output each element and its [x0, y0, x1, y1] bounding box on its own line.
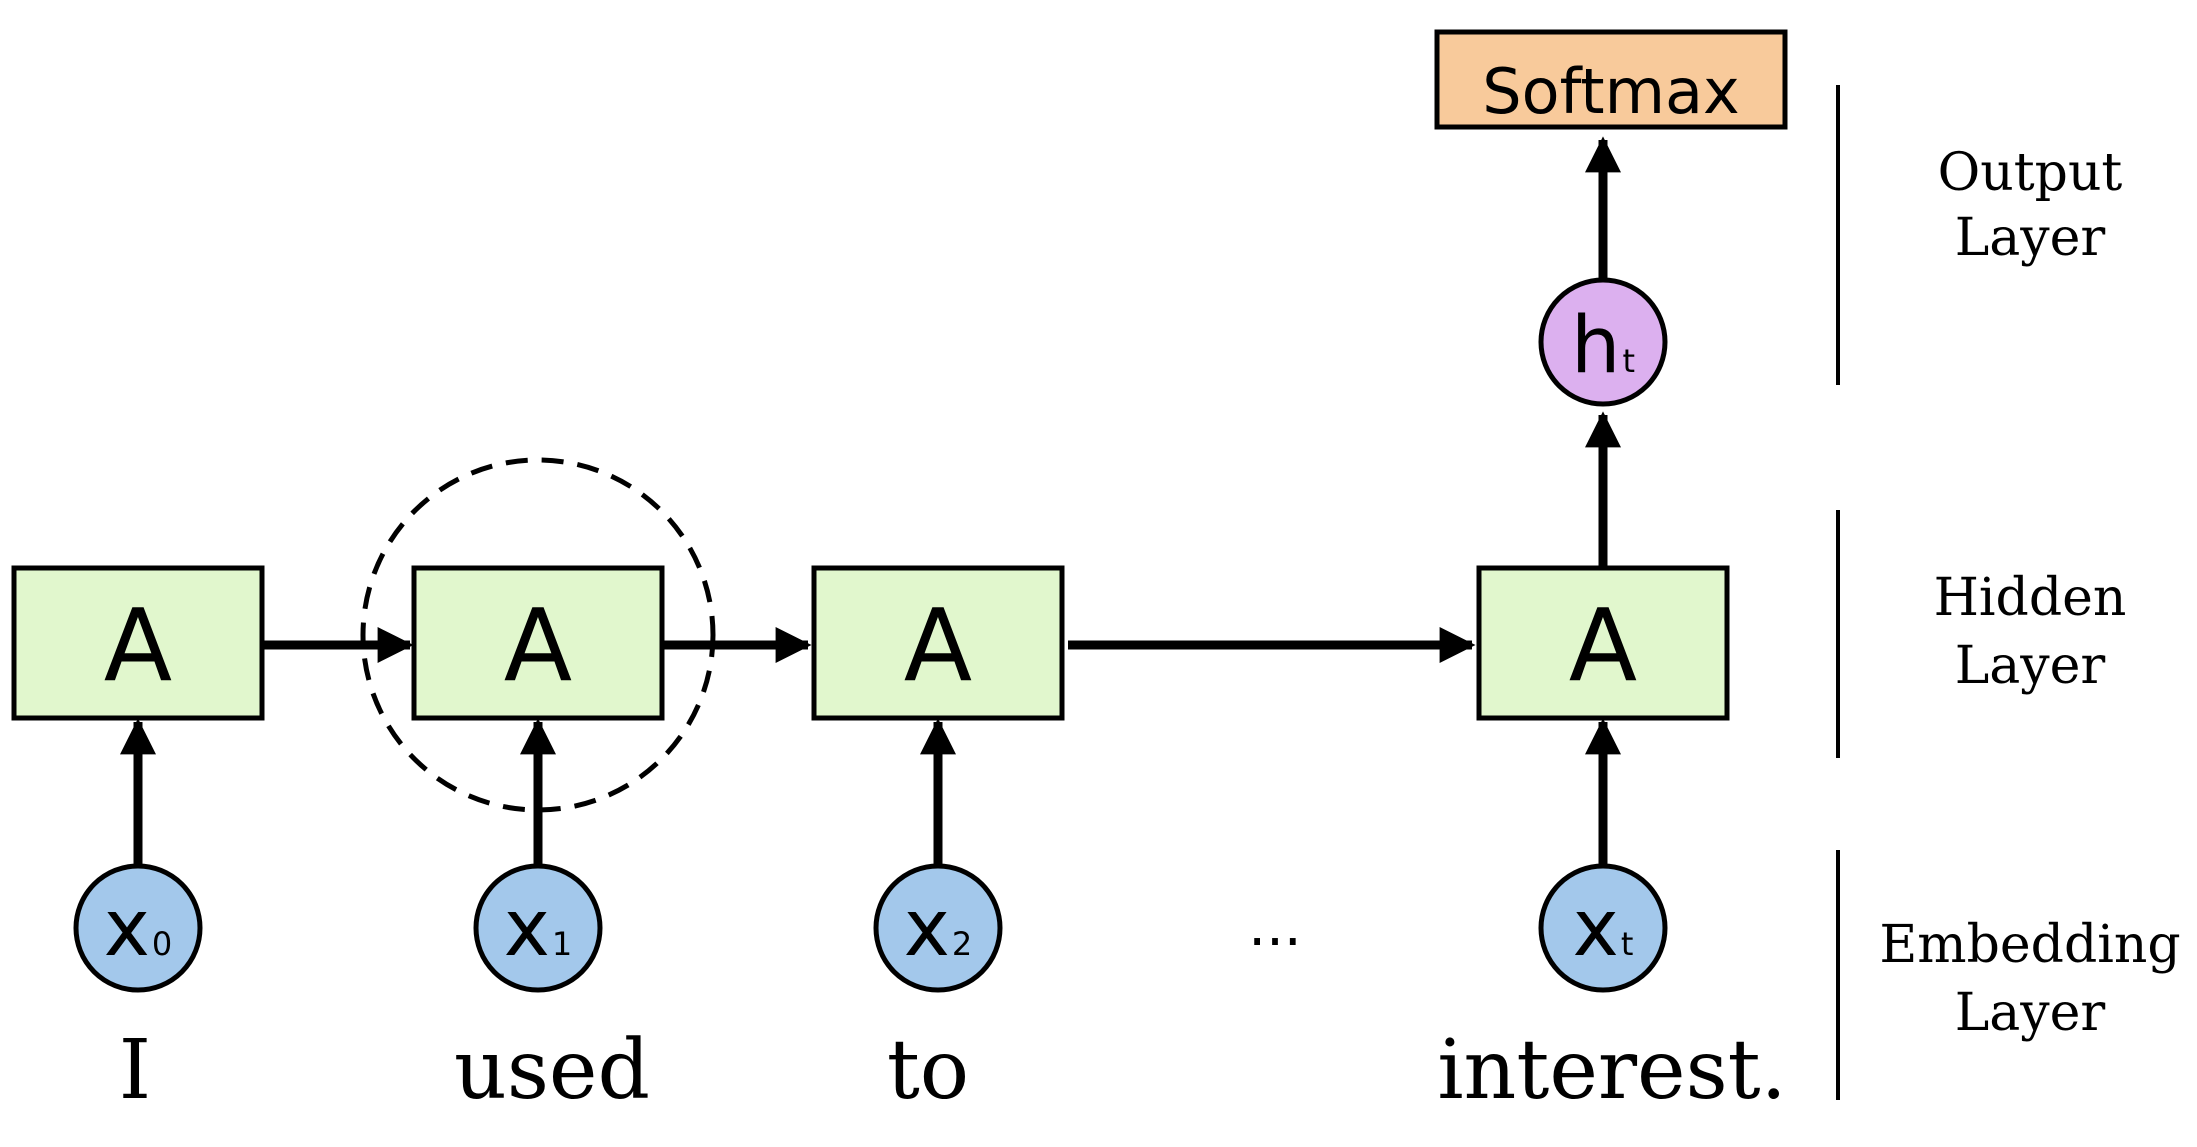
- svg-text:Layer: Layer: [1955, 208, 2106, 268]
- output-state-symbol: h: [1571, 301, 1620, 391]
- highlight-dashed-circle: [360, 457, 716, 813]
- embedding-subscript: 1: [552, 925, 572, 963]
- embedding-node-2: x2: [873, 863, 1003, 993]
- svg-text:Layer: Layer: [1955, 983, 2106, 1043]
- softmax-box: Softmax: [1434, 29, 1788, 130]
- embedding-layer-label: Embedding Layer: [1879, 915, 2180, 1043]
- embedding-subscript: t: [1621, 925, 1634, 963]
- svg-text:xt: xt: [1573, 884, 1634, 974]
- hidden-cell-label: A: [904, 587, 972, 704]
- svg-text:Hidden: Hidden: [1934, 568, 2127, 628]
- hidden-cell-2: A: [811, 565, 1065, 721]
- embedding-symbol: x: [504, 884, 550, 974]
- embedding-subscript: 2: [952, 925, 972, 963]
- output-state-subscript: t: [1622, 342, 1635, 380]
- softmax-label: Softmax: [1482, 55, 1739, 128]
- svg-text:x0: x0: [104, 884, 173, 974]
- svg-text:Output: Output: [1938, 143, 2123, 203]
- hidden-cell-label: A: [504, 587, 572, 704]
- word-3: interest.: [1437, 1023, 1786, 1118]
- embedding-node-0: x0: [73, 863, 203, 993]
- svg-text:x2: x2: [904, 884, 973, 974]
- svg-text:ht: ht: [1571, 301, 1635, 391]
- word-2: to: [887, 1023, 969, 1118]
- hidden-cell-t: A: [1476, 565, 1730, 721]
- word-1: used: [454, 1023, 650, 1118]
- embedding-node-1: x1: [473, 863, 603, 993]
- embedding-symbol: x: [1573, 884, 1619, 974]
- svg-text:Layer: Layer: [1955, 636, 2106, 696]
- ellipsis: ...: [1248, 894, 1301, 959]
- hidden-cell-label: A: [104, 587, 172, 704]
- embedding-symbol: x: [104, 884, 150, 974]
- hidden-layer-label: Hidden Layer: [1934, 568, 2127, 696]
- svg-text:Embedding: Embedding: [1879, 915, 2180, 975]
- embedding-subscript: 0: [152, 925, 172, 963]
- word-0: I: [119, 1023, 151, 1118]
- hidden-cell-1: A: [411, 565, 665, 721]
- embedding-symbol: x: [904, 884, 950, 974]
- hidden-cell-0: A: [11, 565, 265, 721]
- hidden-cell-label: A: [1569, 587, 1637, 704]
- output-layer-label: Output Layer: [1938, 143, 2123, 268]
- svg-text:x1: x1: [504, 884, 573, 974]
- embedding-node-t: xt: [1538, 863, 1668, 993]
- output-state-node: ht: [1538, 277, 1668, 407]
